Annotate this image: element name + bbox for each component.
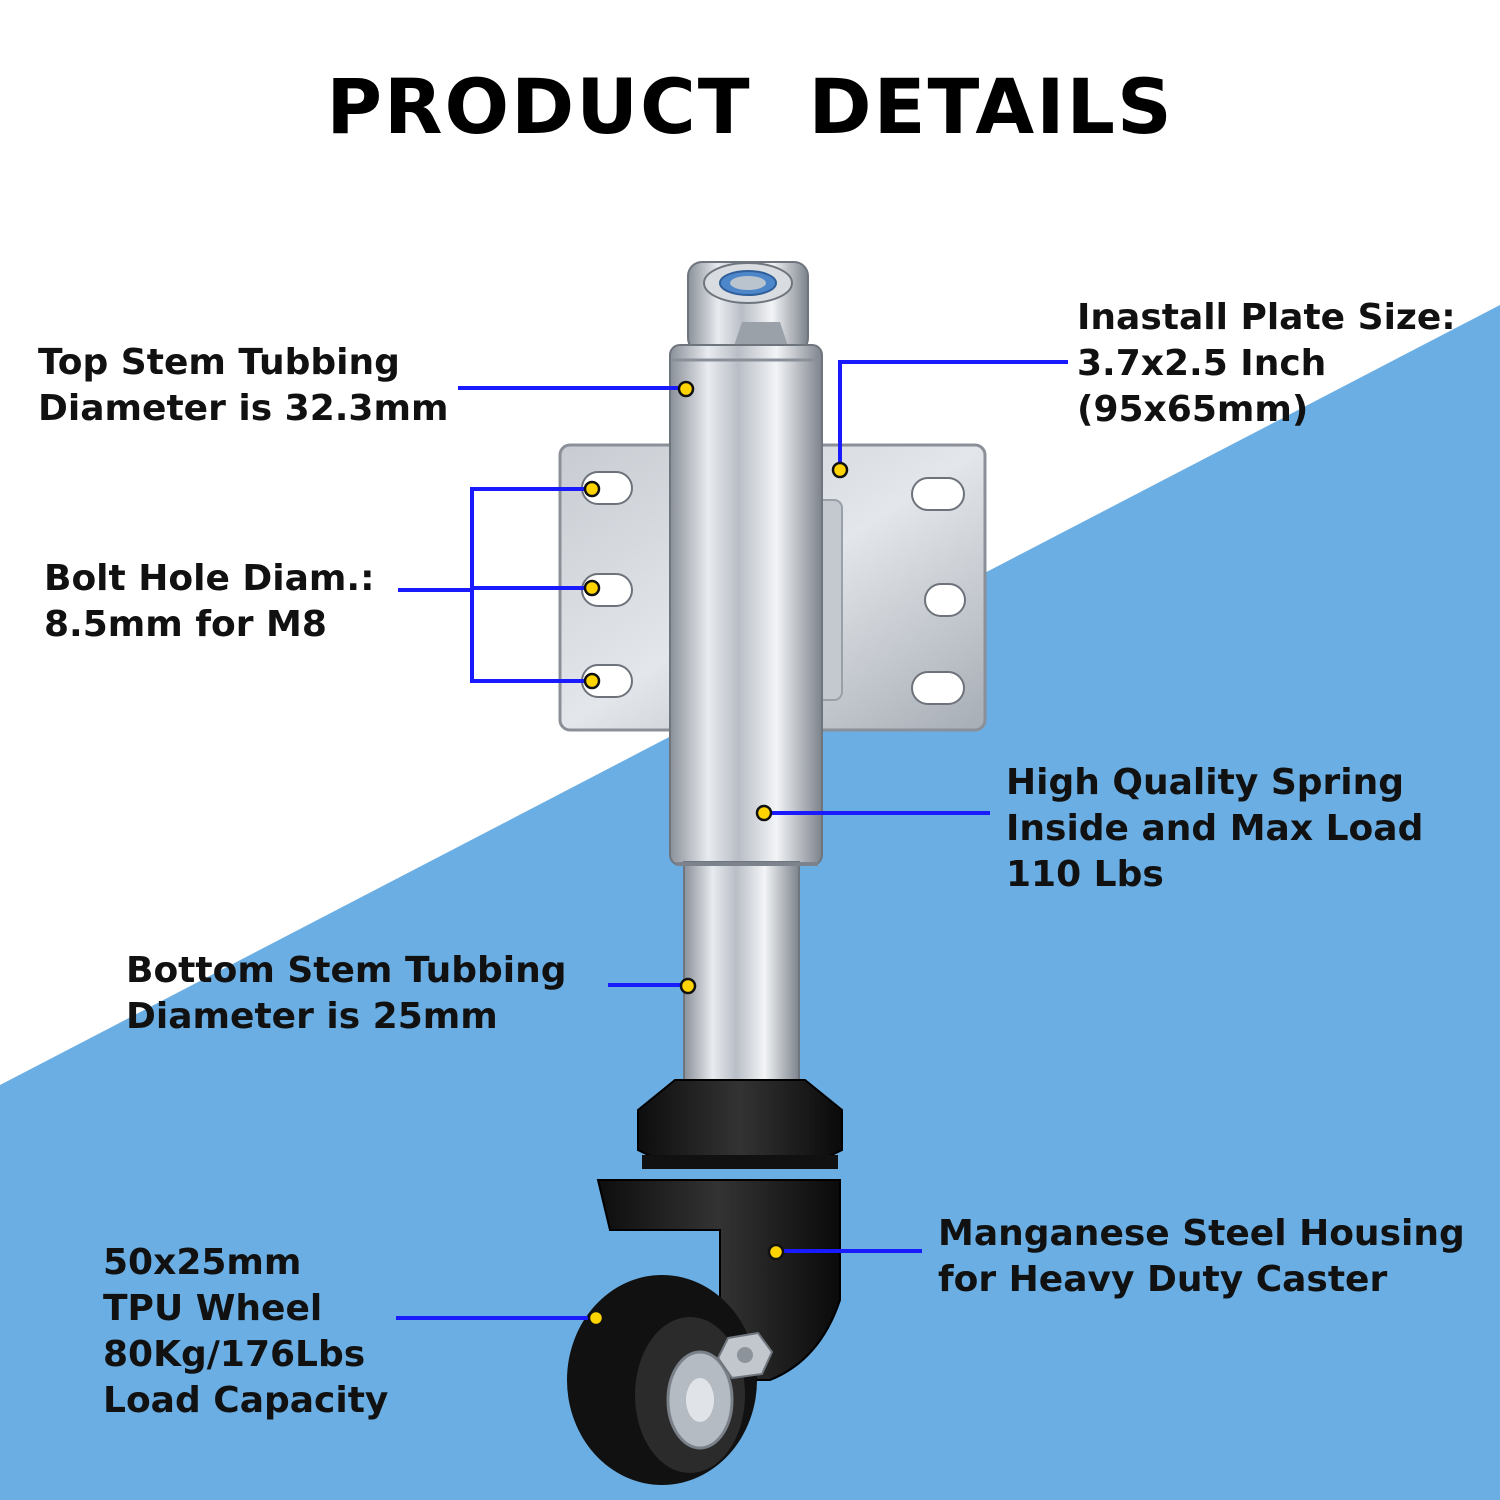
callout-line: 3.7x2.5 Inch (1077, 343, 1327, 384)
callout-line: (95x65mm) (1077, 389, 1309, 430)
callout-line: 50x25mm (103, 1242, 302, 1283)
callout-bottom-stem: Bottom Stem Tubbing Diameter is 25mm (126, 948, 566, 1040)
callout-line: Inastall Plate Size: (1077, 297, 1456, 338)
callout-top-stem: Top Stem Tubbing Diameter is 32.3mm (38, 340, 449, 432)
marker-install-plate (831, 461, 849, 479)
callout-line: Top Stem Tubbing (38, 342, 400, 383)
callout-line: Inside and Max Load (1006, 808, 1424, 849)
callout-housing: Manganese Steel Housing for Heavy Duty C… (938, 1211, 1465, 1303)
callout-line: Diameter is 32.3mm (38, 388, 449, 429)
marker-bolt-hole-middle (583, 579, 601, 597)
callout-install-plate: Inastall Plate Size: 3.7x2.5 Inch (95x65… (1077, 295, 1456, 433)
callout-line: High Quality Spring (1006, 762, 1405, 803)
callout-line: 8.5mm for M8 (44, 604, 327, 645)
caster-wheel (567, 1275, 757, 1485)
marker-spring (755, 804, 773, 822)
bolt-hole (911, 671, 965, 705)
marker-wheel (587, 1309, 605, 1327)
callout-line: for Heavy Duty Caster (938, 1259, 1388, 1300)
marker-bolt-hole-bottom (583, 672, 601, 690)
callout-line: TPU Wheel (103, 1288, 323, 1329)
bottom-stem-tube (683, 861, 800, 1103)
marker-top-stem (677, 380, 695, 398)
callout-spring: High Quality Spring Inside and Max Load … (1006, 760, 1423, 898)
callout-wheel: 50x25mm TPU Wheel 80Kg/176Lbs Load Capac… (103, 1240, 388, 1424)
leader-bolt-bracket (470, 487, 592, 683)
callout-line: Bottom Stem Tubbing (126, 950, 567, 991)
callout-line: Load Capacity (103, 1380, 389, 1421)
callout-line: Bolt Hole Diam.: (44, 558, 375, 599)
caster-hex-base (637, 1079, 843, 1169)
top-nut (687, 261, 809, 353)
leader-lines (396, 360, 1068, 1320)
bolt-hole (911, 477, 965, 511)
top-stem-tube (669, 344, 823, 866)
callout-line: Manganese Steel Housing (938, 1213, 1465, 1254)
markers (583, 380, 849, 1327)
callout-line: 80Kg/176Lbs (103, 1334, 366, 1375)
marker-housing (767, 1243, 785, 1261)
marker-bolt-hole-top (583, 480, 601, 498)
page-title: PRODUCT DETAILS (326, 62, 1174, 151)
callout-line: Diameter is 25mm (126, 996, 498, 1037)
callout-line: 110 Lbs (1006, 854, 1164, 895)
leader-install-plate (838, 360, 1068, 470)
callout-bolt-hole: Bolt Hole Diam.: 8.5mm for M8 (44, 556, 375, 648)
axle-bolt (716, 1331, 774, 1380)
marker-bottom-stem (679, 977, 697, 995)
bolt-hole (924, 583, 966, 617)
